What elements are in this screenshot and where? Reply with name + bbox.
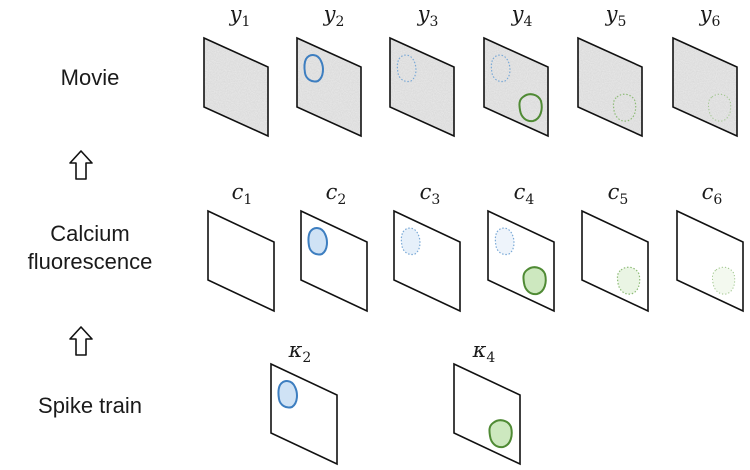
up-arrow-icon	[69, 326, 93, 356]
cell-outline-blue-faded	[396, 54, 417, 83]
spike-cell-green	[488, 419, 513, 449]
cell-fill-blue-faded	[400, 227, 421, 256]
frame-label-y2: y2	[323, 2, 345, 31]
frame-label-y5: y5	[605, 2, 627, 31]
movie-frame-y1	[203, 36, 275, 138]
calcium-frame-c6	[676, 209, 748, 313]
frame-label-y6: y6	[699, 2, 721, 31]
movie-frame-y5	[577, 36, 649, 138]
row-label-calcium-line1: Calcium	[50, 221, 130, 246]
calcium-frame-c4	[487, 209, 559, 313]
frame-label-c5: c5	[607, 180, 629, 209]
cell-outline-green-faded	[707, 93, 732, 122]
calcium-frame-c2	[300, 209, 372, 313]
spike-frame-kappa4	[453, 362, 525, 466]
spike-cell-blue	[277, 380, 298, 409]
row-label-calcium-line2: fluorescence	[27, 249, 153, 274]
frame-label-c4: c4	[513, 180, 535, 209]
frame-label-c1: c1	[231, 180, 253, 209]
calcium-frame-c5	[581, 209, 653, 313]
frame-label-c2: c2	[325, 180, 347, 209]
frame-label-c3: c3	[419, 180, 441, 209]
cell-fill-blue	[307, 227, 328, 256]
spike-frame-kappa2	[270, 362, 342, 466]
cell-fill-green-faded	[711, 266, 736, 295]
calcium-frame-c3	[393, 209, 465, 313]
movie-frame-y4	[483, 36, 555, 138]
calcium-frame-c1	[207, 209, 279, 313]
cell-fill-blue-faded	[494, 227, 515, 256]
movie-frame-y6	[672, 36, 744, 138]
cell-fill-green-faded	[616, 266, 641, 295]
cell-outline-green	[518, 93, 543, 123]
row-label-spike-train: Spike train	[38, 393, 142, 418]
cell-outline-blue-faded	[490, 54, 511, 83]
frame-label-y3: y3	[417, 2, 439, 31]
row-label-movie: Movie	[60, 65, 120, 90]
cell-fill-green	[522, 266, 547, 296]
frame-label-y4: y4	[511, 2, 533, 31]
movie-frame-y3	[389, 36, 461, 138]
frame-label-kappa4: κ4	[472, 338, 496, 367]
movie-frame-y2	[296, 36, 368, 138]
up-arrow-icon	[69, 150, 93, 180]
row-label-calcium: Calcium fluorescence	[0, 220, 180, 276]
frame-label-kappa2: κ2	[288, 338, 312, 367]
cell-outline-blue	[303, 54, 324, 83]
frame-label-y1: y1	[229, 2, 251, 31]
frame-label-c6: c6	[701, 180, 723, 209]
